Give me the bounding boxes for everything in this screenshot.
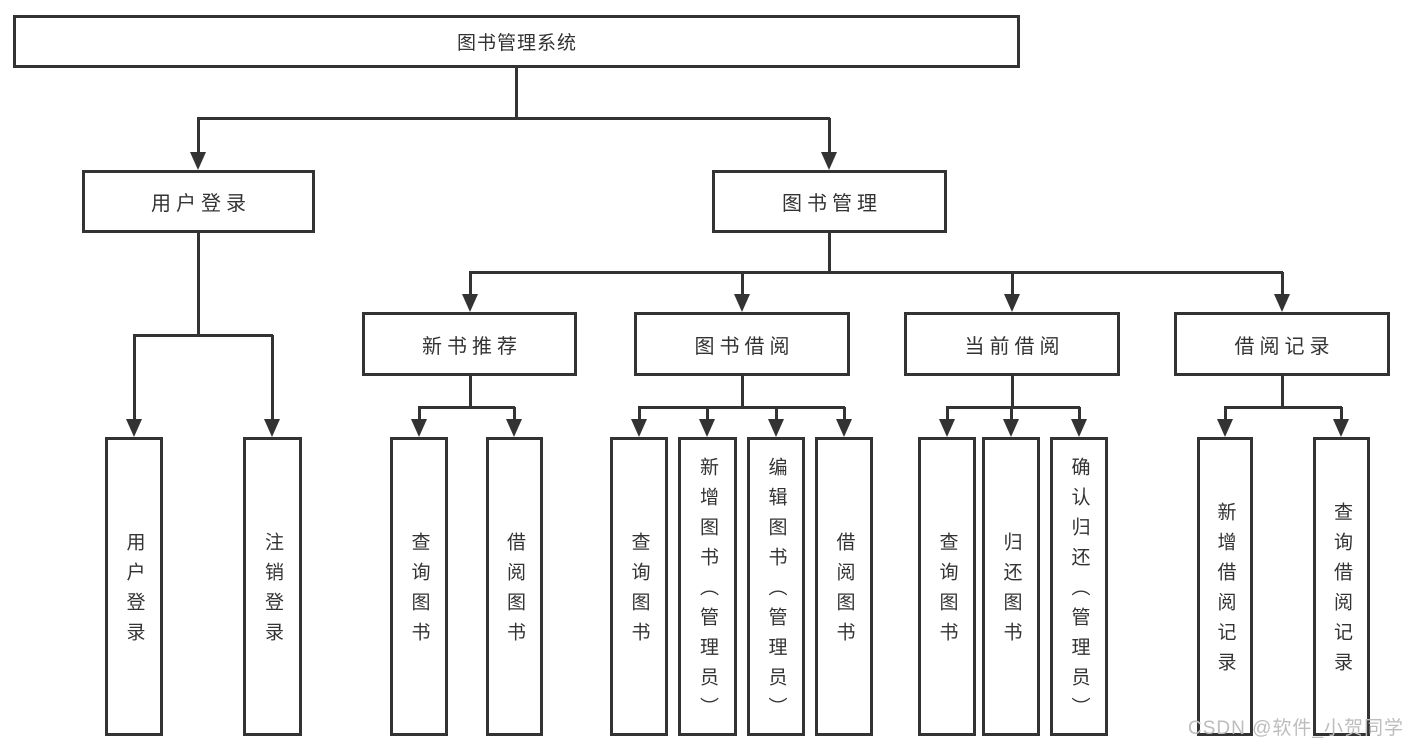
node-label: 图书管理系统: [456, 33, 577, 54]
connector-line: [469, 376, 472, 408]
connector-arrowhead-down: [939, 419, 955, 437]
connector-arrowhead-down: [821, 152, 837, 170]
connector-arrowhead-down: [264, 419, 280, 437]
connector-arrowhead-down: [190, 152, 206, 170]
connector-line: [741, 376, 744, 408]
connector-arrowhead-down: [1071, 419, 1087, 437]
connector-line: [197, 118, 200, 156]
node-label: 查询图书: [936, 532, 958, 652]
connector-arrowhead-down: [1003, 419, 1019, 437]
leaf-return-books: 归还图书: [982, 437, 1040, 736]
connector-line: [133, 334, 273, 337]
node-label: 借阅记录: [1234, 335, 1335, 358]
node-book-borrow: 图书借阅: [634, 312, 850, 376]
connector-line: [828, 233, 831, 273]
node-label: 用户登录: [123, 532, 145, 652]
node-label: 编辑图书（管理员）: [765, 457, 787, 727]
connector-line: [946, 406, 1080, 409]
connector-line: [843, 407, 846, 423]
connector-line: [133, 335, 136, 423]
connector-line: [775, 407, 778, 423]
connector-arrowhead-down: [1274, 294, 1290, 312]
connector-line: [1010, 407, 1013, 423]
watermark: CSDN @软件_小贺同学: [1188, 718, 1404, 739]
connector-line: [741, 272, 744, 298]
node-label: 查询图书: [628, 532, 650, 652]
node-label: 注销登录: [262, 532, 283, 652]
node-borrow-record: 借阅记录: [1174, 312, 1390, 376]
connector-arrowhead-down: [1217, 419, 1233, 437]
node-user-login: 用户登录: [82, 170, 315, 233]
node-label: 归还图书: [1000, 532, 1022, 652]
connector-line: [513, 407, 516, 423]
node-label: 用户登录: [151, 193, 251, 215]
connector-line: [1281, 376, 1284, 408]
connector-line: [1011, 376, 1014, 408]
connector-line: [828, 118, 831, 156]
connector-arrowhead-down: [411, 419, 427, 437]
leaf-add-books-admin: 新增图书（管理员）: [678, 437, 737, 736]
node-label: 查询图书: [408, 532, 430, 652]
connector-line: [469, 272, 472, 298]
leaf-query-books-1: 查询图书: [390, 437, 448, 736]
connector-line: [197, 117, 830, 120]
node-label: 当前借阅: [964, 335, 1065, 358]
connector-line: [197, 233, 200, 336]
node-book-management: 图书管理: [712, 170, 947, 233]
connector-arrowhead-down: [836, 419, 852, 437]
connector-line: [1340, 407, 1343, 423]
connector-arrowhead-down: [462, 294, 478, 312]
node-label: 新增图书（管理员）: [697, 457, 718, 727]
node-label: 查询借阅记录: [1331, 502, 1352, 682]
connector-line: [1281, 272, 1284, 298]
leaf-query-borrow-record: 查询借阅记录: [1313, 437, 1370, 736]
connector-line: [946, 407, 949, 423]
leaf-add-borrow-record: 新增借阅记录: [1197, 437, 1253, 736]
connector-arrowhead-down: [631, 419, 647, 437]
node-library-management-system: 图书管理系统: [13, 15, 1020, 68]
leaf-borrow-books-2: 借阅图书: [815, 437, 873, 736]
leaf-borrow-books-1: 借阅图书: [486, 437, 543, 736]
connector-line: [469, 271, 1283, 274]
node-label: 新增借阅记录: [1214, 502, 1236, 682]
connector-line: [1224, 406, 1342, 409]
connector-arrowhead-down: [506, 419, 522, 437]
connector-arrowhead-down: [126, 419, 142, 437]
leaf-query-books-2: 查询图书: [610, 437, 668, 736]
connector-arrowhead-down: [699, 419, 715, 437]
node-new-book-recommend: 新书推荐: [362, 312, 577, 376]
node-label: 新书推荐: [422, 335, 522, 358]
connector-arrowhead-down: [768, 419, 784, 437]
connector-line: [418, 406, 515, 409]
leaf-query-books-3: 查询图书: [918, 437, 976, 736]
connector-line: [1078, 407, 1081, 423]
node-current-borrow: 当前借阅: [904, 312, 1120, 376]
connector-line: [1011, 272, 1014, 298]
node-label: 图书借阅: [694, 335, 795, 358]
connector-arrowhead-down: [734, 294, 750, 312]
leaf-confirm-return-admin: 确认归还（管理员）: [1050, 437, 1108, 736]
connector-arrowhead-down: [1004, 294, 1020, 312]
leaf-user-login: 用户登录: [105, 437, 163, 736]
leaf-logout: 注销登录: [243, 437, 302, 736]
node-label: 确认归还（管理员）: [1068, 457, 1090, 727]
connector-line: [638, 406, 845, 409]
node-label: 图书管理: [782, 193, 882, 215]
connector-line: [1224, 407, 1227, 423]
leaf-edit-books-admin: 编辑图书（管理员）: [747, 437, 805, 736]
connector-line: [638, 407, 641, 423]
connector-arrowhead-down: [1333, 419, 1349, 437]
connector-line: [706, 407, 709, 423]
connector-line: [515, 68, 518, 118]
connector-line: [418, 407, 421, 423]
node-label: 借阅图书: [833, 532, 855, 652]
node-label: 借阅图书: [504, 532, 525, 652]
connector-line: [271, 335, 274, 423]
